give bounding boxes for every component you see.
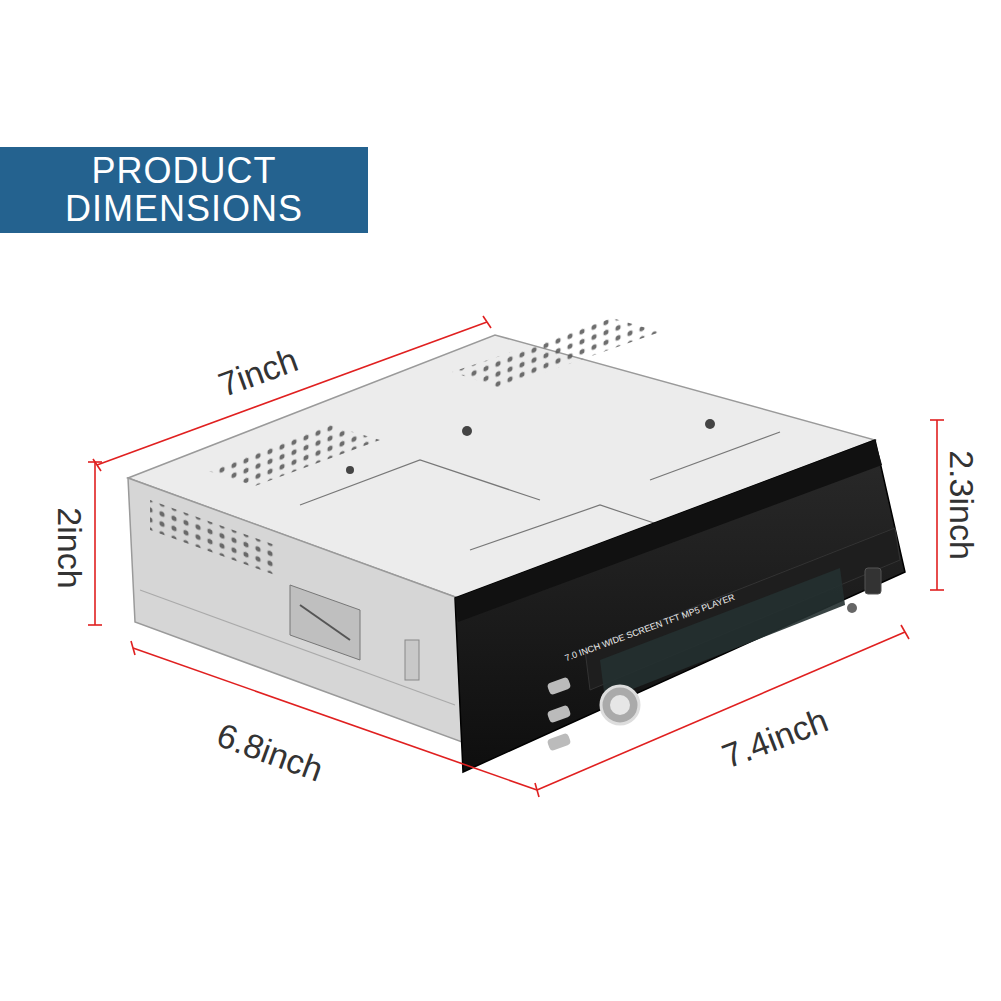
title: PRODUCT DIMENSIONS	[14, 152, 354, 228]
dimension-label: 2inch	[53, 507, 87, 588]
dimension-label: 6.8inch	[213, 717, 328, 786]
dimension-lines	[88, 316, 944, 797]
chassis-side	[128, 478, 462, 742]
dimension-label: 2.3inch	[945, 450, 979, 560]
faceplate	[455, 440, 905, 772]
dimension-label: 7.4inch	[718, 702, 833, 773]
dimension-label: 7inch	[214, 342, 302, 402]
